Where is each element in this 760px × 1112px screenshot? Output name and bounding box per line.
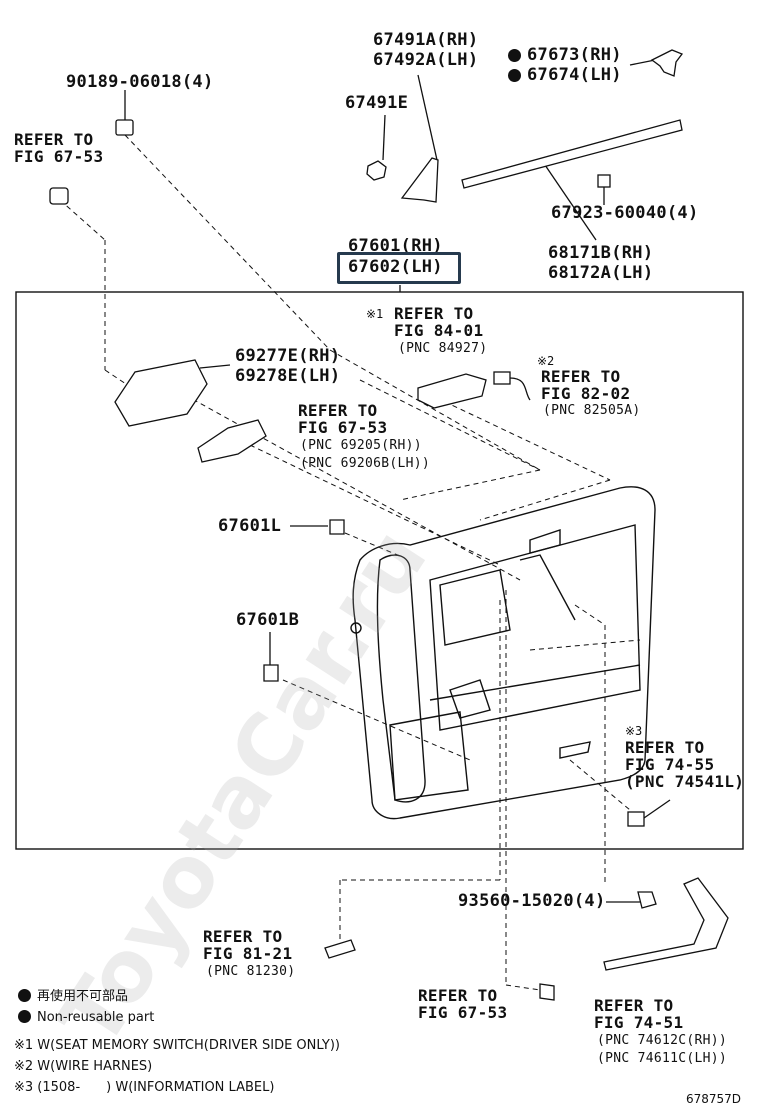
ref-67-53-mid-pnc1: (PNC 69205(RH)) <box>300 438 422 453</box>
legend-reuse-jp: 再使用不可部品 <box>18 989 128 1003</box>
leader-74-55 <box>643 799 671 819</box>
ref-81-21-line2[interactable]: FIG 81-21 <box>203 944 293 963</box>
diagram-id: 678757D <box>686 1092 742 1106</box>
label-93560[interactable]: 93560-15020(4) <box>458 891 606 911</box>
screw-67491E <box>366 160 387 181</box>
clip-67601L <box>329 519 345 535</box>
ref-67-53-bot-line1[interactable]: REFER TO <box>418 986 498 1005</box>
harness-82505 <box>493 371 511 385</box>
ref-82-line2[interactable]: FIG 82-02 <box>541 384 631 403</box>
ref-74-55-pnc: (PNC 74541L) <box>625 772 745 791</box>
ref-84-mark: ※1 <box>366 307 384 321</box>
leader-67491E <box>382 114 386 161</box>
clip-67601B <box>263 664 279 682</box>
label-67673[interactable]: 67673(RH) <box>508 47 622 64</box>
label-67601L[interactable]: 67601L <box>218 516 282 536</box>
bracket-67491A <box>400 157 439 203</box>
non-reusable-dot-icon <box>508 49 521 62</box>
clip-90189 <box>115 119 134 136</box>
ref-84-pnc: (PNC 84927) <box>398 341 488 356</box>
ref-74-55-line1[interactable]: REFER TO <box>625 738 705 757</box>
handle-69205 <box>197 419 267 463</box>
label-67491E[interactable]: 67491E <box>345 93 409 113</box>
non-reusable-dot-icon <box>18 1010 31 1023</box>
ref-67-53-mid-pnc2: (PNC 69206B(LH)) <box>300 456 431 471</box>
ref-84-line1[interactable]: REFER TO <box>394 304 474 323</box>
clip-67-53 <box>49 187 69 205</box>
ref-67-53-top-line2[interactable]: FIG 67-53 <box>14 147 104 166</box>
ref-84-line2[interactable]: FIG 84-01 <box>394 321 484 340</box>
label-69278E[interactable]: 69278E(LH) <box>235 366 341 386</box>
label-67601B[interactable]: 67601B <box>236 610 300 630</box>
label-90189[interactable]: 90189-06018(4) <box>66 72 214 92</box>
ref-82-pnc: (PNC 82505A) <box>543 403 641 418</box>
label-67491A[interactable]: 67491A(RH) <box>373 30 479 50</box>
bracket-67673 <box>650 49 684 77</box>
leader-69277 <box>199 364 231 369</box>
leader-68171 <box>544 164 597 241</box>
highlight-box <box>337 252 461 284</box>
switch-84927 <box>417 373 487 409</box>
label-68171B[interactable]: 68171B(RH) <box>548 243 654 263</box>
trim-74611C <box>603 877 729 971</box>
non-reusable-dot-icon <box>18 989 31 1002</box>
ref-67-53-top-line1[interactable]: REFER TO <box>14 130 94 149</box>
ref-67-53-mid-line1[interactable]: REFER TO <box>298 401 378 420</box>
weatherstrip-68171 <box>461 119 683 189</box>
ref-81-21-pnc: (PNC 81230) <box>206 964 296 979</box>
legend-note3: ※3 (1508- ) W(INFORMATION LABEL) <box>14 1080 275 1095</box>
leader-67491 <box>417 74 438 161</box>
lamp-81230 <box>324 939 356 959</box>
label-69277E[interactable]: 69277E(RH) <box>235 346 341 366</box>
label-67923[interactable]: 67923-60040(4) <box>551 203 699 223</box>
legend-note1: ※1 W(SEAT MEMORY SWITCH(DRIVER SIDE ONLY… <box>14 1038 340 1053</box>
ref-74-51-pnc1: (PNC 74612C(RH)) <box>597 1033 728 1048</box>
legend-reuse-en: Non-reusable part <box>18 1010 154 1024</box>
ref-74-55-line2[interactable]: FIG 74-55 <box>625 755 715 774</box>
label-67674[interactable]: 67674(LH) <box>508 67 622 84</box>
ref-82-line1[interactable]: REFER TO <box>541 367 621 386</box>
ref-67-53-mid-line2[interactable]: FIG 67-53 <box>298 418 388 437</box>
label-67492A[interactable]: 67492A(LH) <box>373 50 479 70</box>
handle-bezel-69277 <box>114 359 208 427</box>
door-trim-panel <box>350 486 656 820</box>
screw-67-53-bottom <box>539 983 555 1001</box>
assembly-frame <box>15 291 744 850</box>
legend-note2: ※2 W(WIRE HARNES) <box>14 1059 153 1074</box>
label-67602-lh[interactable]: 67602(LH) <box>348 257 443 277</box>
ref-74-51-pnc2: (PNC 74611C(LH)) <box>597 1051 728 1066</box>
label-67601-rh[interactable]: 67601(RH) <box>348 236 443 256</box>
ref-67-53-bot-line2[interactable]: FIG 67-53 <box>418 1003 508 1022</box>
ref-82-mark: ※2 <box>537 354 555 368</box>
ref-74-51-line2[interactable]: FIG 74-51 <box>594 1013 684 1032</box>
non-reusable-dot-icon <box>508 69 521 82</box>
ref-74-51-line1[interactable]: REFER TO <box>594 996 674 1015</box>
ref-74-55-mark: ※3 <box>625 724 643 738</box>
screw-93560 <box>637 891 657 909</box>
ref-81-21-line1[interactable]: REFER TO <box>203 927 283 946</box>
label-68172A[interactable]: 68172A(LH) <box>548 263 654 283</box>
label-74541L <box>627 811 645 827</box>
clip-67923 <box>597 174 611 188</box>
leader-67673 <box>629 59 656 66</box>
